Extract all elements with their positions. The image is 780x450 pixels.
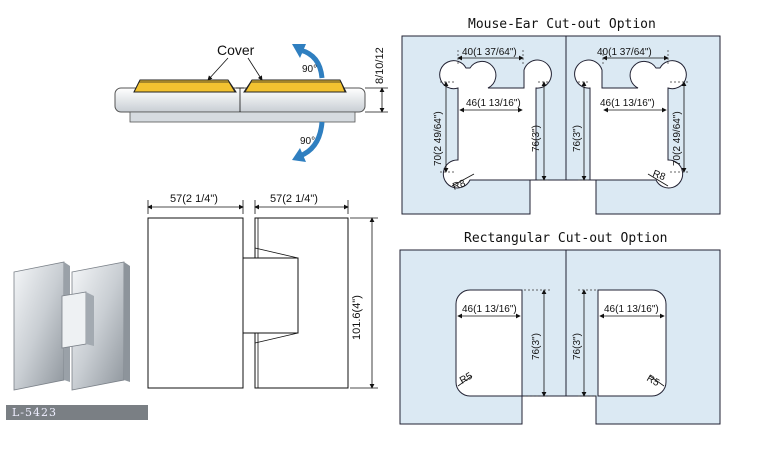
rotate-down-arrow — [298, 121, 325, 159]
hinge-left-plate — [147, 217, 244, 389]
rect-left-inner-width: 46(1 13/16") — [462, 304, 517, 315]
me-right-top-width: 40(1 37/64") — [597, 47, 652, 58]
mouse-ear-right: 40(1 37/64") 46(1 13/16") 76(3") 70(2 49… — [565, 35, 721, 215]
angle-down-label: 90° — [300, 136, 315, 147]
me-right-inner-width: 46(1 13/16") — [600, 98, 655, 109]
thickness-label: 8/10/12 — [374, 47, 386, 84]
rectangular-left: 46(1 13/16") 76(3") R5 — [399, 249, 579, 425]
cover-section: Cover 8/10/12 90° 90° — [114, 42, 388, 162]
model-label: L-5423 — [6, 405, 148, 420]
rectangular-right: 46(1 13/16") 76(3") R5 — [565, 249, 721, 425]
rect-left-height: 76(3") — [531, 333, 542, 360]
rect-right-height: 76(3") — [572, 333, 583, 360]
cover-right — [243, 79, 347, 93]
height-label: 101.6(4") — [351, 295, 363, 340]
me-left-left-height: 70(2 49/64") — [433, 111, 444, 166]
rectangular-title: Rectangular Cut-out Option — [464, 231, 668, 246]
me-right-radius: R8 — [651, 168, 667, 183]
cover-label: Cover — [217, 42, 255, 58]
mouse-ear-hole-left — [439, 59, 552, 189]
me-left-inner-width: 46(1 13/16") — [466, 98, 521, 109]
angle-up-label: 90° — [302, 64, 317, 75]
mouse-ear-hole-right — [574, 59, 687, 189]
me-left-radius: R8 — [451, 178, 467, 193]
width-left-label: 57(2 1/4") — [170, 193, 218, 205]
hinge-body-base — [129, 111, 356, 123]
rect-right-inner-width: 46(1 13/16") — [604, 304, 659, 315]
hinge-front-view: 57(2 1/4") 57(2 1/4") 101.6(4") — [147, 193, 378, 389]
me-right-left-height: 76(3") — [572, 125, 583, 152]
rotate-up-arrow — [299, 47, 325, 79]
mouse-ear-left: 40(1 37/64") 46(1 13/16") 70(2 49/64") 7… — [401, 35, 583, 215]
me-left-right-height: 76(3") — [531, 125, 542, 152]
product-photo — [13, 261, 130, 391]
me-left-top-width: 40(1 37/64") — [462, 47, 517, 58]
mouse-ear-title: Mouse-Ear Cut-out Option — [468, 17, 656, 32]
width-right-label: 57(2 1/4") — [270, 193, 318, 205]
hinge-knuckle — [242, 257, 299, 334]
me-right-right-height: 70(2 49/64") — [672, 111, 683, 166]
